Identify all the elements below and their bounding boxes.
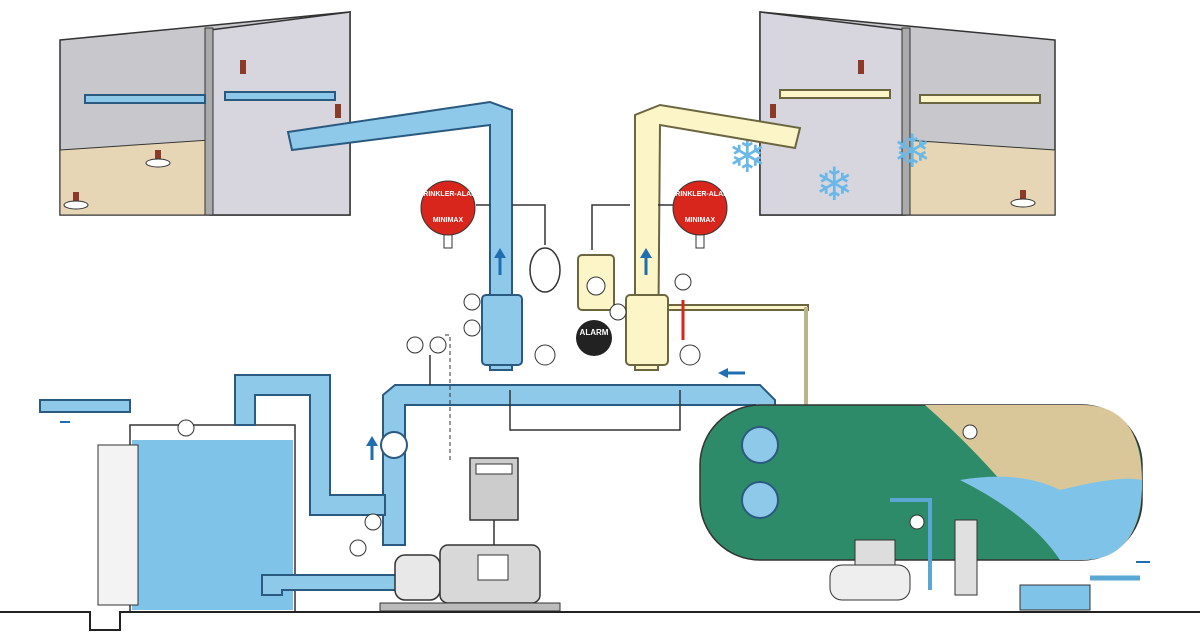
pressure-gauge-icon bbox=[429, 336, 447, 354]
check-valve bbox=[741, 481, 779, 519]
alarm-pressure-switch bbox=[576, 320, 612, 356]
pressure-gauge-icon bbox=[674, 273, 692, 291]
float-valve bbox=[177, 419, 195, 437]
water-reservoir bbox=[39, 399, 296, 613]
suction-pipe bbox=[97, 444, 139, 606]
check-valve bbox=[741, 426, 779, 464]
bell-brand: MINIMAX bbox=[433, 217, 464, 224]
inlet-pipe bbox=[39, 399, 131, 413]
pressure-gauge-icon bbox=[364, 513, 382, 531]
alarm-label: ALARM bbox=[580, 328, 609, 337]
pressure-gauge-icon bbox=[463, 293, 481, 311]
pressure-gauge-icon bbox=[463, 319, 481, 337]
unheated-room-right: ❄ ❄ ❄ bbox=[728, 11, 1056, 216]
snowflake-icon: ❄ bbox=[815, 158, 854, 210]
pressure-tank bbox=[699, 404, 1143, 561]
ground-line bbox=[0, 611, 1200, 631]
flow-arrow-icon bbox=[718, 368, 728, 378]
pressure-gauge-icon bbox=[609, 303, 627, 321]
pump-suction-pipe bbox=[261, 574, 401, 596]
heated-room-left bbox=[59, 11, 351, 216]
pressure-gauge-icon bbox=[962, 424, 978, 440]
sprinkler-head-icon bbox=[63, 192, 89, 210]
jockey-pump bbox=[890, 498, 978, 596]
alarm-bell-right: SPRINKLER-ALARM MINIMAX bbox=[658, 180, 734, 249]
bell-brand: MINIMAX bbox=[685, 217, 716, 224]
pressure-gauge-icon bbox=[406, 336, 424, 354]
bell-ring-text: SPRINKLER-ALARM bbox=[414, 191, 482, 198]
bell-ring-text: SPRINKLER-ALARM bbox=[666, 191, 734, 198]
fill-tank bbox=[1019, 561, 1150, 611]
suction-pipe-loop bbox=[234, 374, 386, 516]
wet-pipe-riser bbox=[286, 100, 513, 371]
pressure-gauge-icon bbox=[909, 514, 925, 530]
pump-control-panel bbox=[469, 457, 519, 545]
air-compressor bbox=[829, 514, 925, 601]
sprinkler-head-icon bbox=[240, 60, 246, 74]
dry-alarm-valve: ALARM bbox=[576, 204, 809, 540]
flow-arrow-icon bbox=[366, 436, 378, 446]
sprinkler-pump bbox=[379, 544, 561, 612]
gate-valve bbox=[380, 431, 408, 459]
sprinkler-head-icon bbox=[770, 104, 776, 118]
sprinkler-head-icon bbox=[858, 60, 864, 74]
snowflake-icon: ❄ bbox=[893, 125, 932, 177]
wet-alarm-valve bbox=[463, 204, 561, 366]
pressure-gauge-icon bbox=[586, 276, 606, 296]
alarm-bell-left: SPRINKLER-ALARM MINIMAX bbox=[414, 180, 490, 249]
sprinkler-head-icon bbox=[1010, 190, 1036, 208]
sprinkler-head-icon bbox=[145, 150, 171, 168]
pressure-gauge-icon bbox=[349, 539, 367, 557]
retard-chamber bbox=[529, 247, 561, 293]
sprinkler-head-icon bbox=[335, 104, 341, 118]
